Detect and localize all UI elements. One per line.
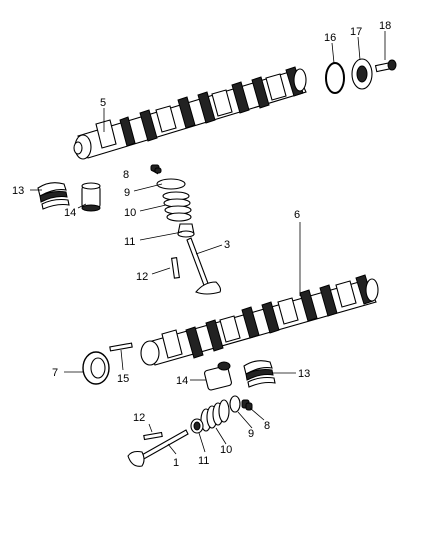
callout-13-upper: 13 (12, 185, 24, 197)
callout-18: 18 (379, 20, 391, 32)
callouts: 5 16 17 18 8 9 10 11 3 12 13 14 6 7 15 1… (12, 20, 391, 469)
lower-camshaft (140, 274, 379, 366)
lifter-lower (204, 361, 232, 391)
upper-camshaft (73, 66, 307, 160)
valve-keeper-upper (150, 164, 162, 174)
callout-6: 6 (294, 209, 300, 221)
cam-sprocket (351, 58, 373, 90)
valve-spring-lower (200, 399, 230, 432)
seal-ring (325, 62, 345, 94)
dowel-pin (109, 342, 133, 352)
rocker-arm-upper (37, 182, 70, 210)
callout-7: 7 (52, 367, 58, 379)
callout-13-lower: 13 (298, 368, 310, 380)
valve-stem-seal-lower (190, 418, 204, 434)
spring-retainer-upper (156, 178, 186, 190)
callout-11-lower: 11 (198, 455, 209, 467)
callout-10-lower: 10 (220, 444, 232, 456)
valve-stem-seal-upper (177, 223, 195, 238)
valve-3 (186, 237, 222, 295)
callout-15: 15 (117, 373, 129, 385)
callout-8-upper: 8 (123, 169, 129, 181)
callout-17: 17 (350, 26, 362, 38)
callout-14-lower: 14 (176, 375, 188, 387)
callout-12-upper: 12 (136, 271, 148, 283)
sprocket-bolt (374, 59, 397, 73)
callout-9-upper: 9 (124, 187, 130, 199)
callout-11-upper: 11 (124, 236, 135, 248)
valve-1 (127, 429, 189, 467)
callout-8-lower: 8 (264, 420, 270, 432)
callout-1: 1 (173, 457, 179, 469)
spring-retainer-lower (229, 395, 241, 413)
valve-guide-lower (143, 431, 163, 441)
callout-16: 16 (324, 32, 336, 44)
camshaft-oil-seal (82, 351, 110, 385)
lifter-upper (81, 182, 101, 212)
callout-5: 5 (100, 97, 106, 109)
callout-14-upper: 14 (64, 207, 76, 219)
callout-3: 3 (224, 239, 230, 251)
valve-spring-upper (162, 191, 192, 222)
callout-12-lower: 12 (133, 412, 145, 424)
leader-lines (30, 31, 386, 455)
callout-10-upper: 10 (124, 207, 136, 219)
rocker-arm-lower (243, 360, 276, 388)
callout-9-lower: 9 (248, 428, 254, 440)
valve-guide-upper (171, 257, 180, 279)
